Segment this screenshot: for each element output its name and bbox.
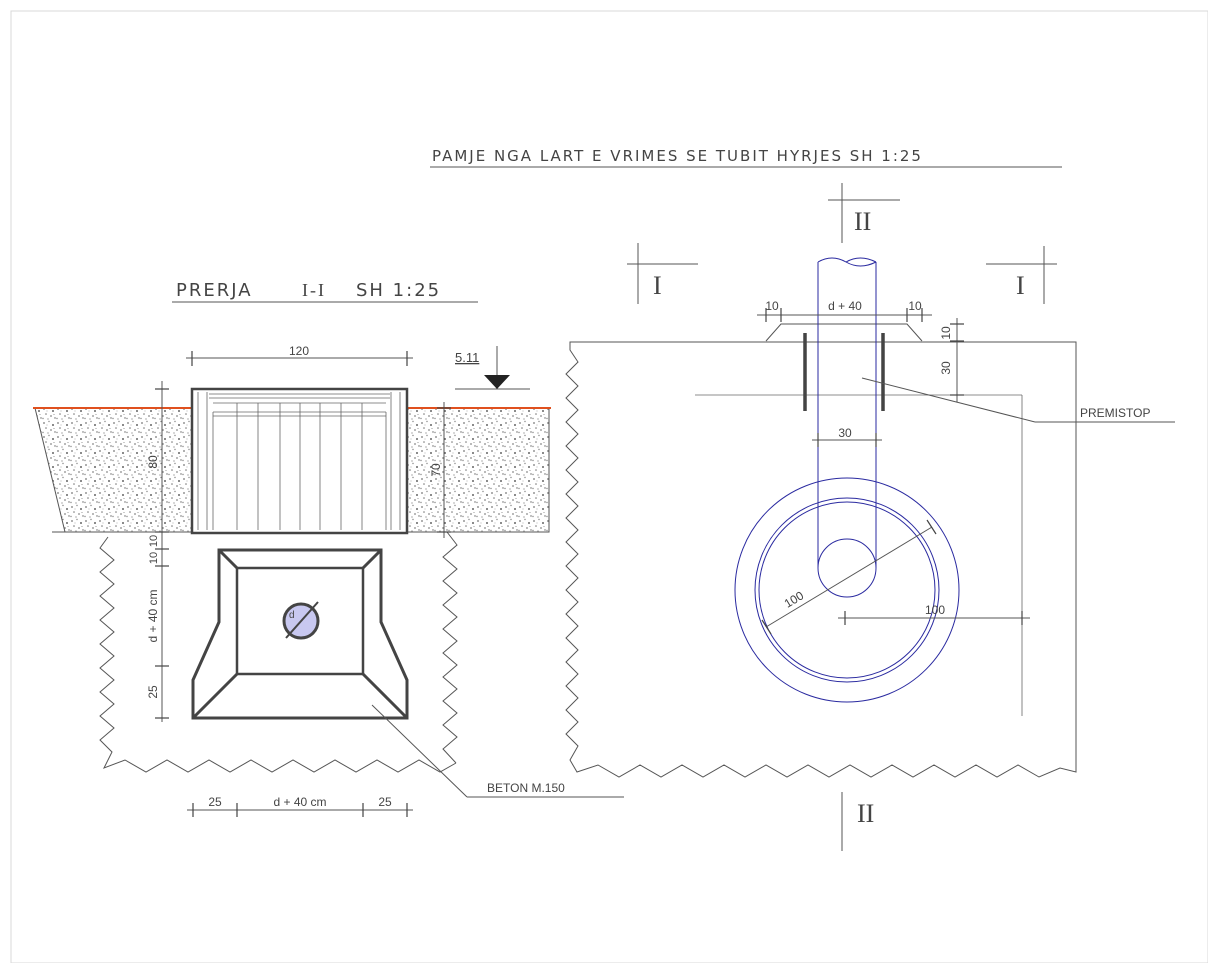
svg-text:10: 10 [148, 535, 160, 547]
svg-text:I: I [653, 271, 662, 300]
top-bevel [765, 323, 923, 342]
svg-text:10: 10 [939, 326, 953, 340]
section-marker-i-left: I [627, 243, 698, 304]
manhole-inner-ring-2 [758, 501, 936, 679]
earth-boundary-right [442, 531, 458, 764]
section-title-mark: I-I [302, 280, 326, 300]
svg-text:80: 80 [146, 455, 160, 469]
svg-text:II: II [854, 207, 871, 236]
dim-plan-top: 10 d + 40 10 [757, 299, 932, 322]
svg-text:5.11: 5.11 [455, 350, 479, 365]
svg-text:25: 25 [378, 795, 392, 809]
manhole-inner-ring [754, 497, 940, 683]
section-marker-i-right: I [986, 246, 1057, 304]
svg-text:d + 40 cm: d + 40 cm [146, 589, 160, 642]
svg-text:d + 40 cm: d + 40 cm [273, 795, 326, 809]
svg-text:PREMISTOP: PREMISTOP [1080, 406, 1150, 420]
svg-text:25: 25 [208, 795, 222, 809]
svg-text:I: I [1016, 271, 1025, 300]
svg-text:BETON M.150: BETON M.150 [487, 781, 565, 795]
dim-plan-30: 30 [812, 426, 882, 447]
manhole-outer-ring [734, 477, 960, 703]
earth-boundary-left [99, 536, 457, 773]
dim-plan-diag-100: 100 [761, 519, 937, 635]
dim-plan-vertical: 10 30 [939, 318, 964, 402]
svg-text:100: 100 [782, 588, 807, 610]
dim-vertical-left: 80 10 10 d + 40 cm 25 [146, 381, 169, 722]
dim-bottom: 25 d + 40 cm 25 [187, 795, 413, 817]
svg-text:70: 70 [429, 463, 443, 477]
section-title-prefix: PRERJA [176, 280, 253, 301]
svg-text:10: 10 [148, 552, 160, 564]
chamber-box [190, 387, 409, 535]
section-marker-ii-top: II [828, 183, 900, 243]
dim-vertical-70: 70 [429, 402, 451, 538]
page-frame [10, 10, 1208, 963]
inlet-pipe [817, 257, 877, 598]
section-title-scale: SH 1:25 [356, 280, 441, 301]
gravel-fill-left [34, 407, 193, 533]
premistop-callout: PREMISTOP [861, 377, 1175, 423]
svg-text:II: II [857, 799, 874, 828]
section-marker-ii-bottom: II [841, 792, 874, 851]
svg-text:30: 30 [939, 361, 953, 375]
svg-text:25: 25 [146, 685, 160, 699]
svg-text:100: 100 [925, 603, 945, 617]
dim-plan-100: 100 [838, 603, 1030, 625]
svg-text:30: 30 [838, 426, 852, 440]
svg-text:120: 120 [289, 344, 309, 358]
concrete-base [191, 548, 409, 720]
svg-text:10: 10 [765, 299, 779, 313]
dim-top-120: 120 [186, 344, 413, 366]
svg-text:d: d [289, 610, 295, 621]
beton-callout: BETON M.150 [371, 704, 624, 798]
pipe-symbol: d [282, 601, 320, 640]
plan-view-title: PAMJE NGA LART E VRIMES SE TUBIT HYRJES … [432, 147, 923, 165]
plan-outline [565, 341, 1077, 778]
svg-text:10: 10 [908, 299, 922, 313]
svg-text:d + 40: d + 40 [828, 299, 862, 313]
level-marker: 5.11 [455, 346, 530, 390]
